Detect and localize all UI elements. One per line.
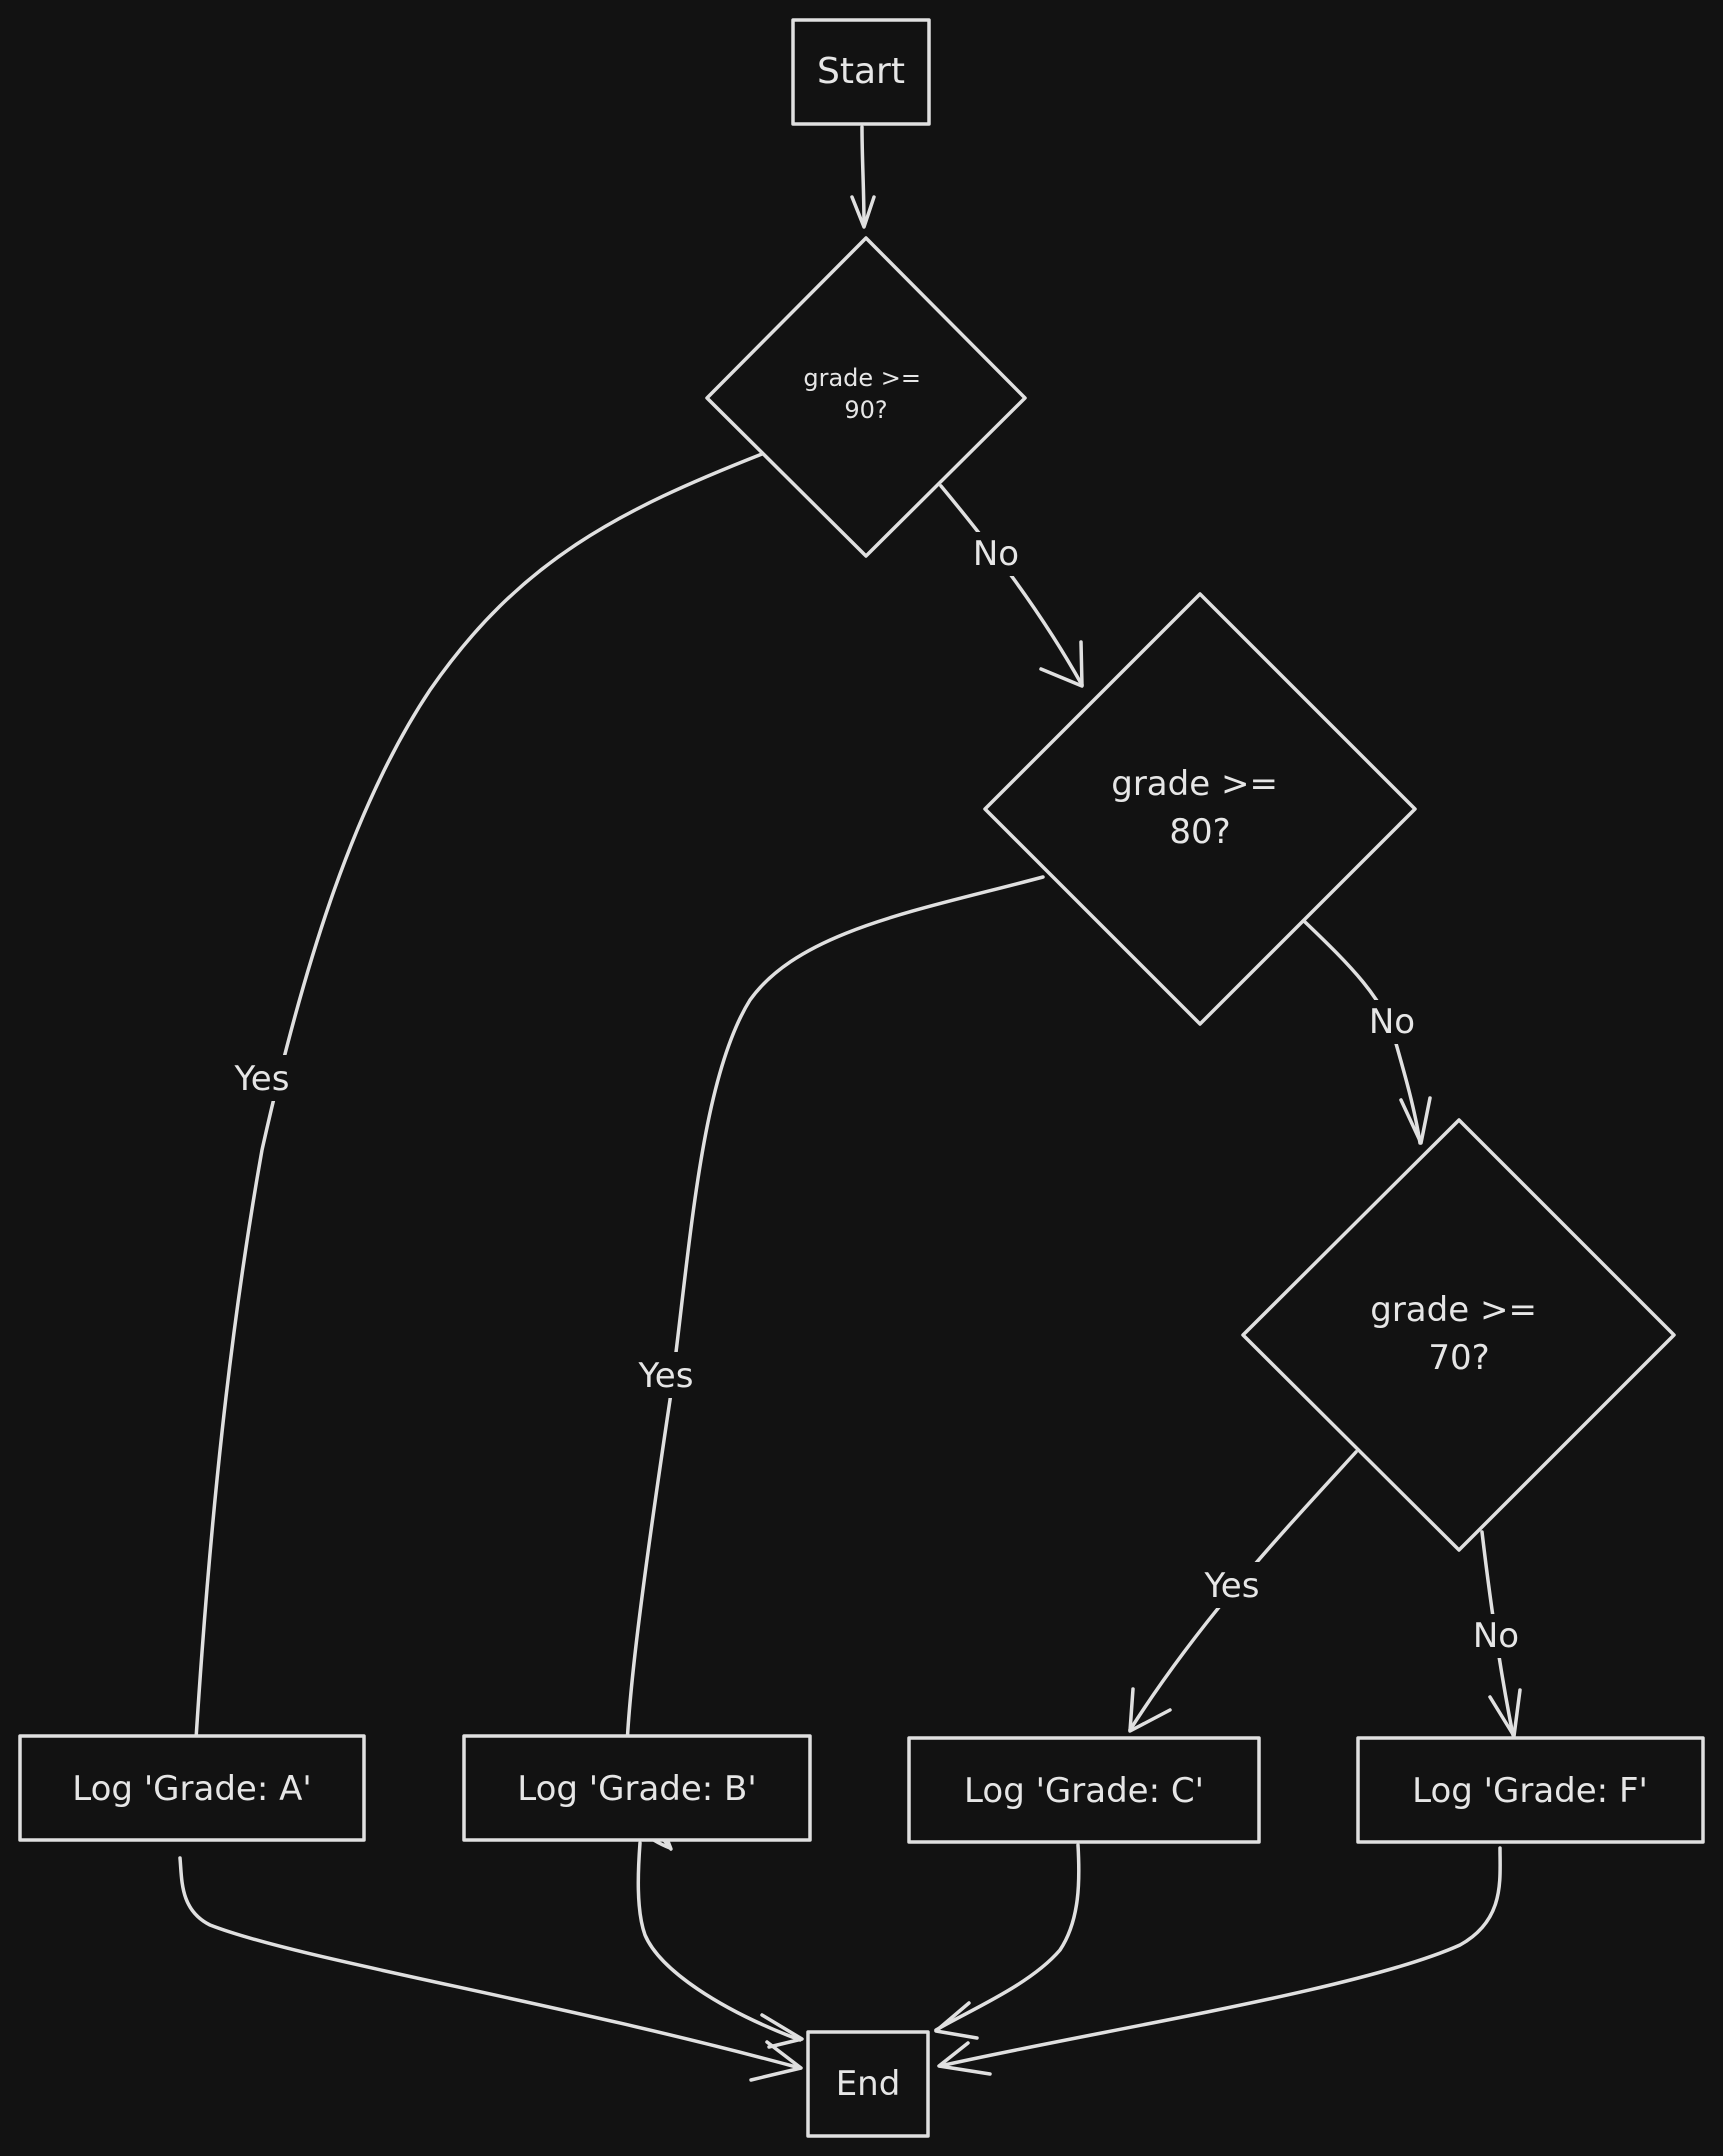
edge-label-d80-yes: Yes: [638, 1356, 694, 1396]
node-decision-90[interactable]: grade >= 90?: [705, 236, 1027, 558]
edge-d90-no-to-d80: No: [939, 484, 1084, 688]
nodes: Start grade >= 90? grade >= 80? grade >=…: [18, 18, 1705, 2138]
node-decision-80-line-2: 80?: [1169, 812, 1230, 852]
node-decision-80-label: grade >= 80?: [1111, 764, 1289, 852]
edge-label-bg: [1362, 1000, 1422, 1044]
node-decision-70[interactable]: grade >= 70?: [1241, 1118, 1676, 1552]
edges: No Yes No Yes Yes: [178, 125, 1526, 2082]
node-decision-80-diamond: [983, 592, 1417, 1026]
node-log-f-label: Log 'Grade: F': [1412, 1771, 1648, 1811]
edge-label-bg: [1194, 1562, 1270, 1608]
node-decision-90-line-2: 90?: [844, 396, 887, 424]
edge-label-d70-yes: Yes: [1204, 1566, 1260, 1606]
edge-label-d90-no: No: [973, 534, 1019, 574]
node-start[interactable]: Start: [791, 18, 931, 126]
edge-d90-yes-to-log-a: Yes: [194, 452, 764, 1741]
edge-log-f-to-end: [937, 1846, 1502, 2076]
node-end[interactable]: End: [806, 2030, 930, 2138]
node-log-b-label: Log 'Grade: B': [517, 1769, 756, 1809]
edge-d70-yes-to-log-c: Yes: [1128, 1450, 1358, 1733]
node-start-box: [791, 18, 931, 126]
edge-label-bg: [628, 1352, 704, 1398]
node-decision-90-line-1: grade >=: [803, 364, 921, 392]
edge-log-a-to-end: [178, 1856, 803, 2082]
node-decision-90-diamond: [705, 236, 1027, 558]
edge-label-bg: [224, 1055, 300, 1101]
node-decision-70-label: grade >= 70?: [1370, 1290, 1548, 1378]
node-start-label: Start: [817, 51, 905, 92]
node-log-f[interactable]: Log 'Grade: F': [1356, 1736, 1705, 1844]
edge-start-to-d90: [850, 125, 876, 229]
edge-log-c-to-end: [934, 1843, 1081, 2040]
edge-d80-no-to-d70: No: [1303, 920, 1432, 1145]
node-log-a[interactable]: Log 'Grade: A': [18, 1734, 366, 1842]
node-log-c-label: Log 'Grade: C': [964, 1771, 1204, 1811]
node-decision-80-line-1: grade >=: [1111, 764, 1278, 804]
node-decision-70-line-2: 70?: [1428, 1338, 1489, 1378]
edge-d70-no-to-log-f: No: [1466, 1530, 1526, 1738]
edge-label-d90-yes: Yes: [234, 1059, 290, 1099]
node-log-a-box: [18, 1734, 366, 1842]
edge-label-bg: [966, 532, 1026, 576]
node-decision-90-label: grade >= 90?: [803, 364, 928, 424]
edge-label-d80-no: No: [1369, 1002, 1415, 1042]
node-decision-80[interactable]: grade >= 80?: [983, 592, 1417, 1026]
node-decision-70-diamond: [1241, 1118, 1676, 1552]
node-log-a-label: Log 'Grade: A': [72, 1769, 311, 1809]
node-end-box: [806, 2030, 930, 2138]
node-log-c-box: [907, 1736, 1261, 1844]
node-log-f-box: [1356, 1736, 1705, 1844]
edge-d80-yes-to-log-b: Yes: [624, 875, 1045, 1851]
edge-log-b-to-end: [636, 1841, 804, 2049]
node-end-label: End: [836, 2064, 901, 2104]
node-decision-70-line-1: grade >=: [1370, 1290, 1537, 1330]
node-log-b-box: [462, 1734, 812, 1842]
node-log-b[interactable]: Log 'Grade: B': [462, 1734, 812, 1842]
node-log-c[interactable]: Log 'Grade: C': [907, 1736, 1261, 1844]
edge-label-d70-no: No: [1473, 1616, 1519, 1656]
edge-label-bg: [1466, 1614, 1526, 1658]
